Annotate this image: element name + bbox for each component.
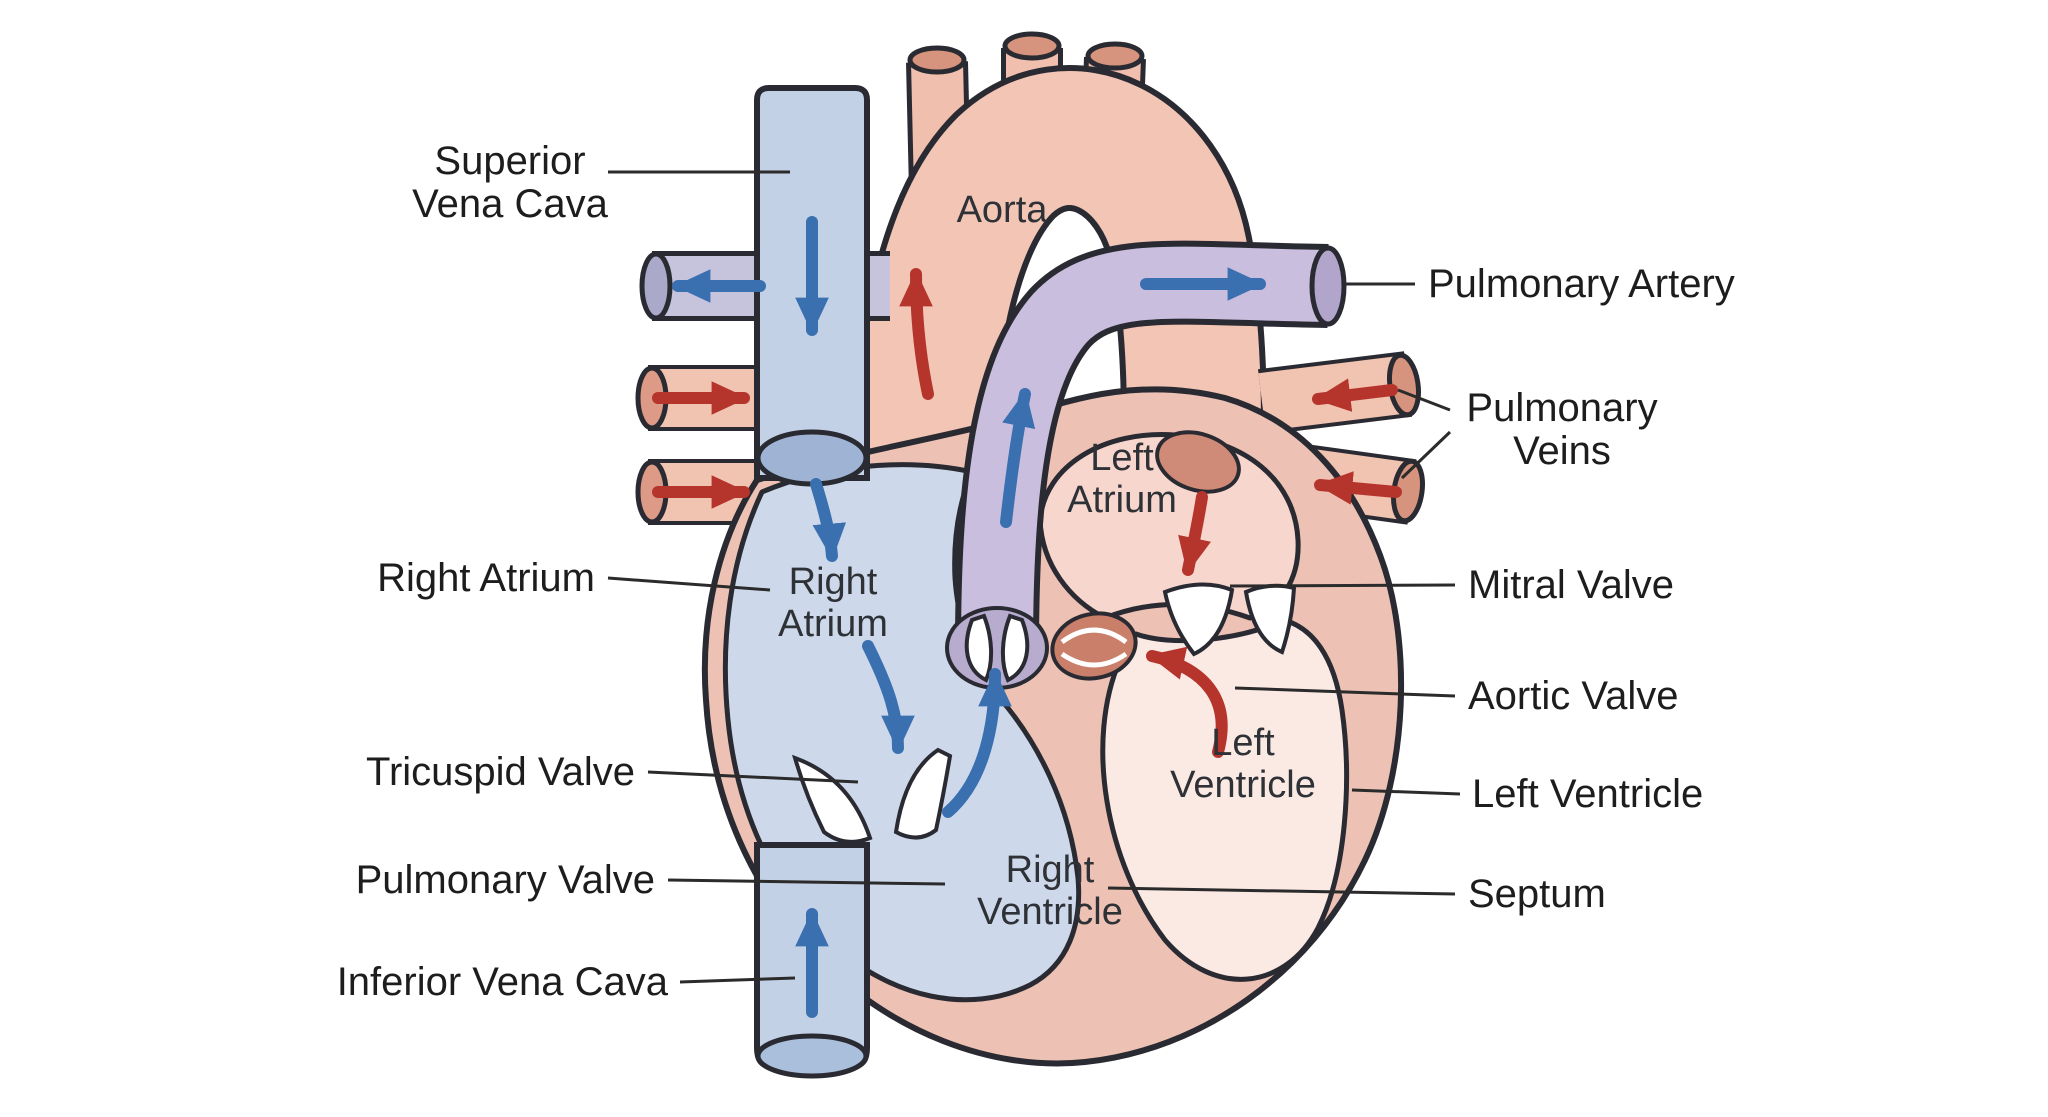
pa-opening [1309,245,1347,327]
flow-arrow-left-ventricle-to-aortic-valve [1146,646,1228,758]
leader-tricuspid-valve [647,770,859,784]
svc-opening [755,429,869,487]
label-left-ventricle-line1: Left [1211,722,1275,764]
external-labels: Superior Vena Cava Right Atrium Tricuspi… [337,139,1735,1004]
leader-inferior-vena-cava [679,976,796,984]
label-pulmonary-veins-line2: Veins [1513,429,1611,473]
flow-arrow-atrium-to-ventricle [862,640,915,754]
label-left-ventricle-line2: Ventricle [1170,764,1316,806]
leader-left-ventricle [1351,788,1461,796]
mitral-flap-left [1162,582,1235,657]
flow-arrow-right-vein-1-in [1312,378,1398,412]
flow-arrow-right-ventricle-up [942,668,1012,818]
label-superior-vena-cava-line2: Vena Cava [412,182,608,226]
leader-lines [607,170,1461,984]
flow-arrow-right-vein-2-in [1314,471,1402,505]
oxygenated-flow-arrows [652,268,1402,758]
label-pulmonary-valve: Pulmonary Valve [356,858,655,902]
tricuspid-flap-right [893,747,953,840]
leader-septum [1107,886,1456,896]
pulmonary-vein-opening-in-left-atrium [1155,430,1241,494]
deoxygenated-flow-arrows [672,216,1266,1018]
aorta-branch-2-opening [1002,31,1062,61]
aortic-valve-cusp-line-2 [1060,651,1128,668]
leader-pulmonary-valve [667,878,946,886]
mitral-valve-flaps [1162,582,1297,657]
label-right-ventricle-line2: Ventricle [977,891,1123,933]
label-right-atrium-line1: Right [789,561,878,603]
label-aortic-valve: Aortic Valve [1468,674,1678,718]
aorta-branch-3-opening [1085,41,1145,71]
aortic-valve-cusp-line-1 [1060,627,1128,645]
leader-right-atrium [607,576,771,592]
flow-arrow-aorta-up [899,268,934,400]
label-pulmonary-veins-line1: Pulmonary [1466,386,1657,430]
label-tricuspid-valve: Tricuspid Valve [366,750,635,794]
label-aorta: Aorta [957,189,1049,231]
aorta-branch-1-opening [907,45,967,75]
label-septum: Septum [1468,872,1606,916]
leader-pulmonary-veins-2 [1400,430,1452,480]
label-left-ventricle: Left Ventricle [1472,772,1703,816]
label-right-atrium: Right Atrium [377,556,595,600]
label-pulmonary-artery: Pulmonary Artery [1428,262,1735,306]
label-mitral-valve: Mitral Valve [1468,563,1674,607]
flow-arrow-right-atrium-down [810,478,847,562]
flow-arrow-pulmonary-trunk-up [1000,388,1036,528]
label-left-atrium-line2: Atrium [1067,479,1177,521]
ivc-opening [755,1033,869,1079]
label-superior-vena-cava-line1: Superior [434,139,585,183]
aorta-vessel [850,31,1267,647]
label-right-ventricle-line1: Right [1006,849,1095,891]
label-left-atrium-line1: Left [1090,437,1154,479]
right-pa-opening [639,251,673,321]
leader-mitral-valve [1229,583,1456,588]
aortic-valve-structure [1050,611,1138,681]
leader-aortic-valve [1234,686,1456,698]
label-inferior-vena-cava: Inferior Vena Cava [337,960,669,1004]
leader-pulmonary-veins-1 [1397,388,1451,412]
internal-labels: Aorta Left Atrium Right Atrium Left Vent… [778,189,1316,933]
aorta-arch [856,71,1261,647]
flow-arrow-left-atrium-down [1178,491,1212,576]
label-right-atrium-line2: Atrium [778,603,888,645]
